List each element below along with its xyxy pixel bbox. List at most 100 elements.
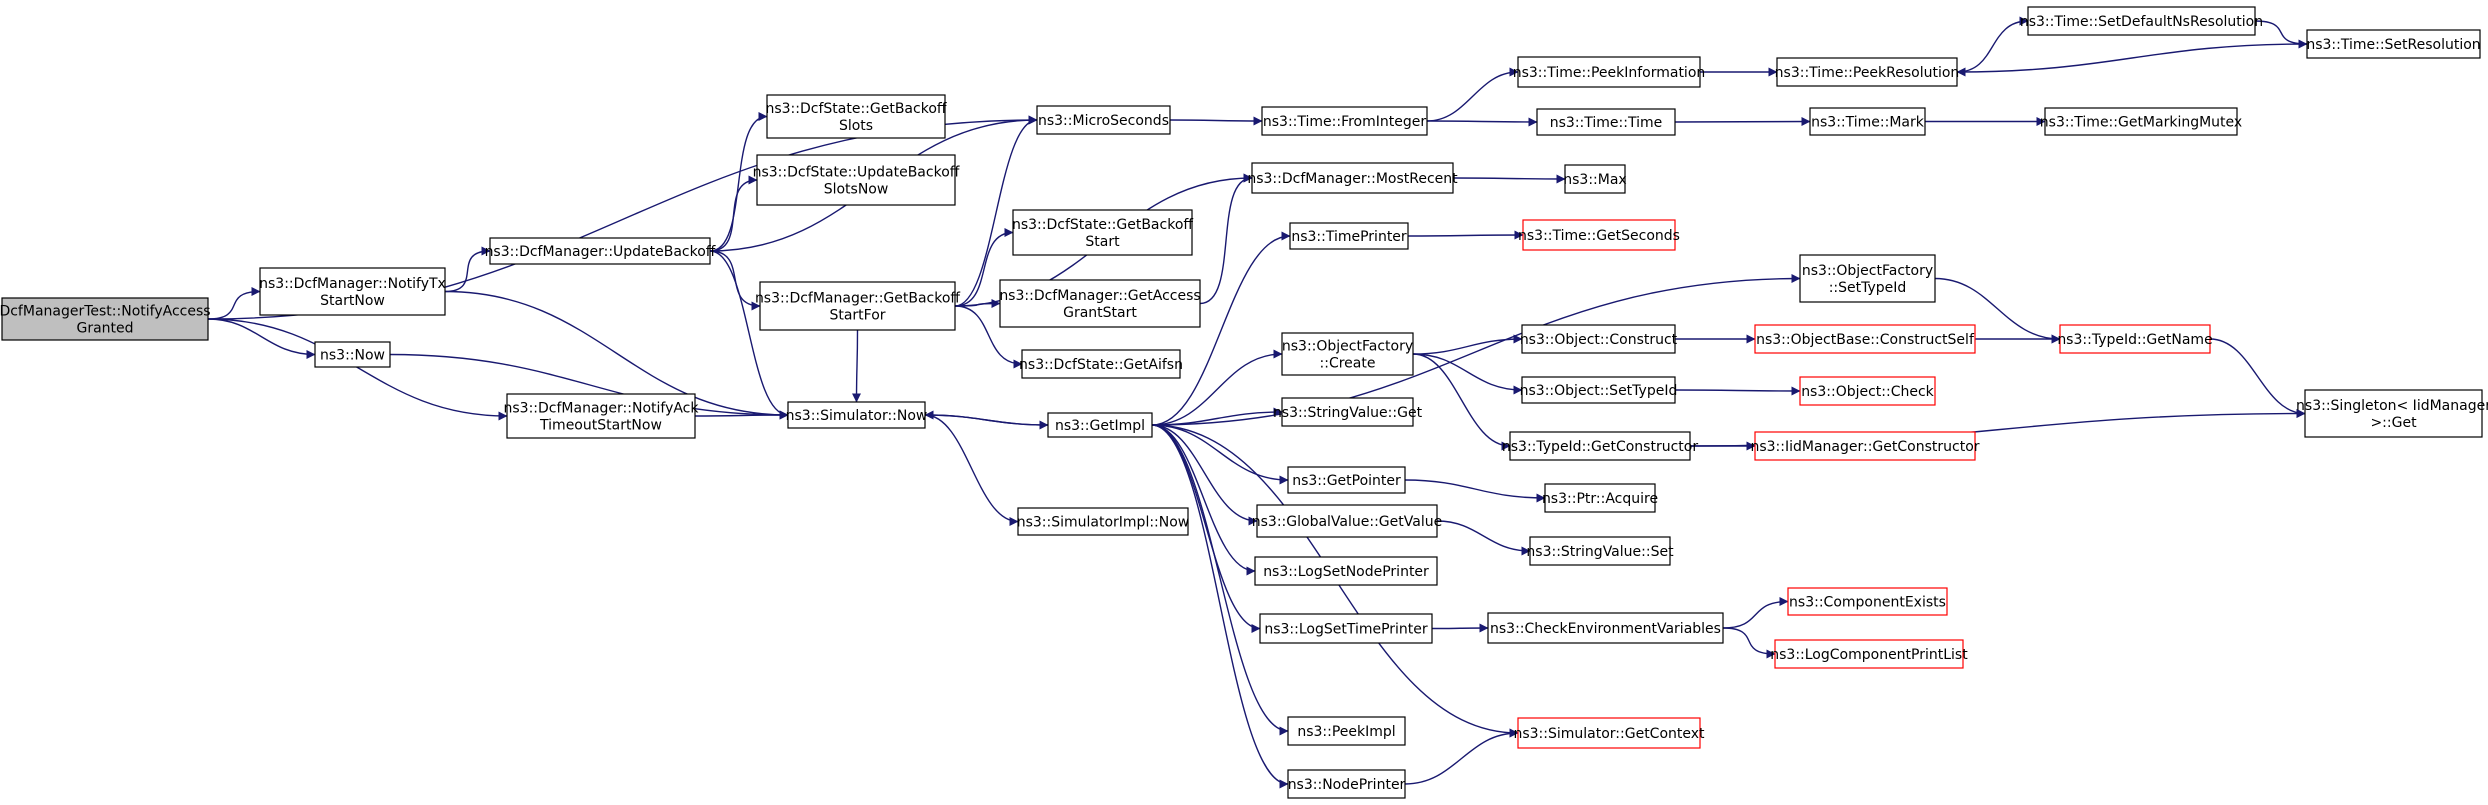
node-box	[2027, 6, 2256, 36]
edge-getImpl-to-ofSetTypeId	[1151, 274, 1801, 426]
edge-notifyTx-to-updateBackoff	[444, 246, 491, 293]
node-getAifsn[interactable]: ns3::DcfState::GetAifsn	[1019, 349, 1183, 379]
node-checkEnv[interactable]: ns3::CheckEnvironmentVariables	[1487, 612, 1724, 644]
node-timeGetMarkingMutex[interactable]: ns3::Time::GetMarkingMutex	[2040, 107, 2242, 136]
node-box	[1544, 483, 1656, 513]
edge-getImpl-to-peekImpl	[1151, 424, 1289, 736]
node-objectCheck[interactable]: ns3::Object::Check	[1799, 376, 1936, 406]
node-label: ns3::IidManager::GetConstructor	[1750, 439, 1979, 455]
node-logSetTimePrinter[interactable]: ns3::LogSetTimePrinter	[1259, 613, 1433, 644]
edge-getImpl-to-getPointer	[1151, 424, 1289, 485]
edge-timeSetResolution-to-timePeekResolution	[1956, 43, 2308, 77]
node-timeSetDefaultNsResolution[interactable]: ns3::Time::SetDefaultNsResolution	[2020, 6, 2263, 36]
node-label: ns3::DcfManager::NotifyAck	[504, 401, 700, 417]
node-label: ns3::TimePrinter	[1291, 229, 1407, 245]
node-label: ::Create	[1320, 356, 1376, 372]
node-label: ns3::TypeId::GetName	[2057, 332, 2212, 348]
node-label: ns3::Object::SetTypeId	[1520, 383, 1678, 399]
node-notifyAck[interactable]: ns3::DcfManager::NotifyAckTimeoutStartNo…	[504, 393, 700, 439]
node-timePeekInformation[interactable]: ns3::Time::PeekInformation	[1513, 56, 1706, 88]
node-ofSetTypeId[interactable]: ns3::ObjectFactory::SetTypeId	[1799, 254, 1936, 303]
node-timePrinter[interactable]: ns3::TimePrinter	[1289, 222, 1409, 250]
node-box	[1287, 769, 1406, 799]
node-ptrAcquire[interactable]: ns3::Ptr::Acquire	[1542, 483, 1658, 513]
edge-nodePrinter-to-simGetContext	[1404, 728, 1519, 785]
node-box	[1259, 613, 1433, 644]
node-label: ns3::PeekImpl	[1297, 724, 1395, 740]
node-typeIdGetConstructor[interactable]: ns3::TypeId::GetConstructor	[1502, 431, 1698, 461]
node-stringValueSet[interactable]: ns3::StringValue::Set	[1526, 536, 1674, 566]
node-label: StartNow	[320, 293, 385, 309]
node-globalValueGetValue[interactable]: ns3::GlobalValue::GetValue	[1252, 504, 1442, 538]
edge-checkEnv-to-logComponentPrintList	[1722, 627, 1776, 659]
node-componentExists[interactable]: ns3::ComponentExists	[1787, 587, 1948, 616]
edge-notifyAck-to-simNow	[694, 410, 789, 420]
node-box	[1487, 612, 1724, 644]
node-singletonGet[interactable]: ns3::Singleton< IidManager >::Get	[2296, 389, 2488, 438]
node-typeIdGetName[interactable]: ns3::TypeId::GetName	[2057, 324, 2213, 354]
edge-ofCreate-to-typeIdGetConstructor	[1412, 353, 1511, 451]
node-label: ns3::ObjectFactory	[1802, 263, 1933, 279]
node-box	[1289, 222, 1409, 250]
edge-ofCreate-to-objectSetTypeId	[1412, 353, 1523, 395]
node-box	[1787, 587, 1948, 616]
node-simImplNow[interactable]: ns3::SimulatorImpl::Now	[1017, 507, 1190, 536]
node-timeSetResolution[interactable]: ns3::Time::SetResolution	[2306, 29, 2481, 59]
node-label: ns3::DcfState::GetBackoff	[1012, 217, 1193, 233]
node-max[interactable]: ns3::Max	[1563, 164, 1627, 194]
node-objBaseConstructSelf[interactable]: ns3::ObjectBase::ConstructSelf	[1754, 324, 1976, 354]
node-box	[314, 341, 391, 368]
node-label: ns3::StringValue::Get	[1273, 405, 1423, 421]
node-label: ns3::Now	[320, 348, 385, 364]
node-stringValueGet[interactable]: ns3::StringValue::Get	[1273, 397, 1423, 427]
node-getPointer[interactable]: ns3::GetPointer	[1287, 466, 1406, 494]
node-box	[1287, 466, 1406, 494]
node-timeMark[interactable]: ns3::Time::Mark	[1809, 107, 1926, 136]
node-box	[1536, 108, 1676, 136]
node-iidGetConstructor[interactable]: ns3::IidManager::GetConstructor	[1750, 431, 1980, 461]
edge-timeFromInteger-to-timeTime	[1426, 117, 1538, 127]
node-box	[1012, 209, 1193, 256]
node-label: DcfManagerTest::NotifyAccess	[0, 304, 211, 320]
node-simGetContext[interactable]: ns3::Simulator::GetContext	[1513, 717, 1705, 749]
node-objectConstruct[interactable]: ns3::Object::Construct	[1520, 324, 1678, 354]
node-box	[1521, 324, 1676, 354]
node-box	[1754, 324, 1976, 354]
node-label: StartFor	[829, 308, 885, 324]
node-label: ::SetTypeId	[1829, 280, 1907, 296]
node-box	[1754, 431, 1976, 461]
node-box	[1774, 639, 1964, 669]
node-objectSetTypeId[interactable]: ns3::Object::SetTypeId	[1520, 376, 1678, 404]
node-label: SlotsNow	[824, 182, 889, 198]
node-updateBackoff[interactable]: ns3::DcfManager::UpdateBackoff	[485, 237, 716, 265]
node-simNow[interactable]: ns3::Simulator::Now	[786, 401, 928, 429]
node-nodePrinter[interactable]: ns3::NodePrinter	[1287, 769, 1406, 799]
edge-timeFromInteger-to-timePeekInformation	[1426, 67, 1519, 122]
node-getImpl[interactable]: ns3::GetImpl	[1047, 412, 1153, 438]
node-mostRecent[interactable]: ns3::DcfManager::MostRecent	[1247, 162, 1458, 194]
node-timeTime[interactable]: ns3::Time::Time	[1536, 108, 1676, 136]
node-logComponentPrintList[interactable]: ns3::LogComponentPrintList	[1770, 639, 1968, 669]
node-ofCreate[interactable]: ns3::ObjectFactory::Create	[1281, 332, 1414, 376]
node-label: ns3::Object::Check	[1801, 384, 1934, 400]
node-timeFromInteger[interactable]: ns3::Time::FromInteger	[1261, 106, 1428, 136]
node-microSeconds[interactable]: ns3::MicroSeconds	[1036, 105, 1171, 135]
node-label: ns3::Simulator::GetContext	[1513, 726, 1705, 742]
node-timeGetSeconds[interactable]: ns3::Time::GetSeconds	[1518, 219, 1680, 251]
node-label: ns3::LogComponentPrintList	[1770, 647, 1968, 663]
node-box	[1529, 536, 1671, 566]
edge-getImpl-to-simNow	[924, 410, 1049, 426]
node-now[interactable]: ns3::Now	[314, 341, 391, 368]
node-box	[1287, 716, 1406, 746]
node-timePeekResolution[interactable]: ns3::Time::PeekResolution	[1775, 57, 1960, 87]
node-peekImpl[interactable]: ns3::PeekImpl	[1287, 716, 1406, 746]
edge-logSetTimePrinter-to-checkEnv	[1431, 623, 1489, 633]
node-logSetNodePrinter[interactable]: ns3::LogSetNodePrinter	[1254, 556, 1438, 586]
